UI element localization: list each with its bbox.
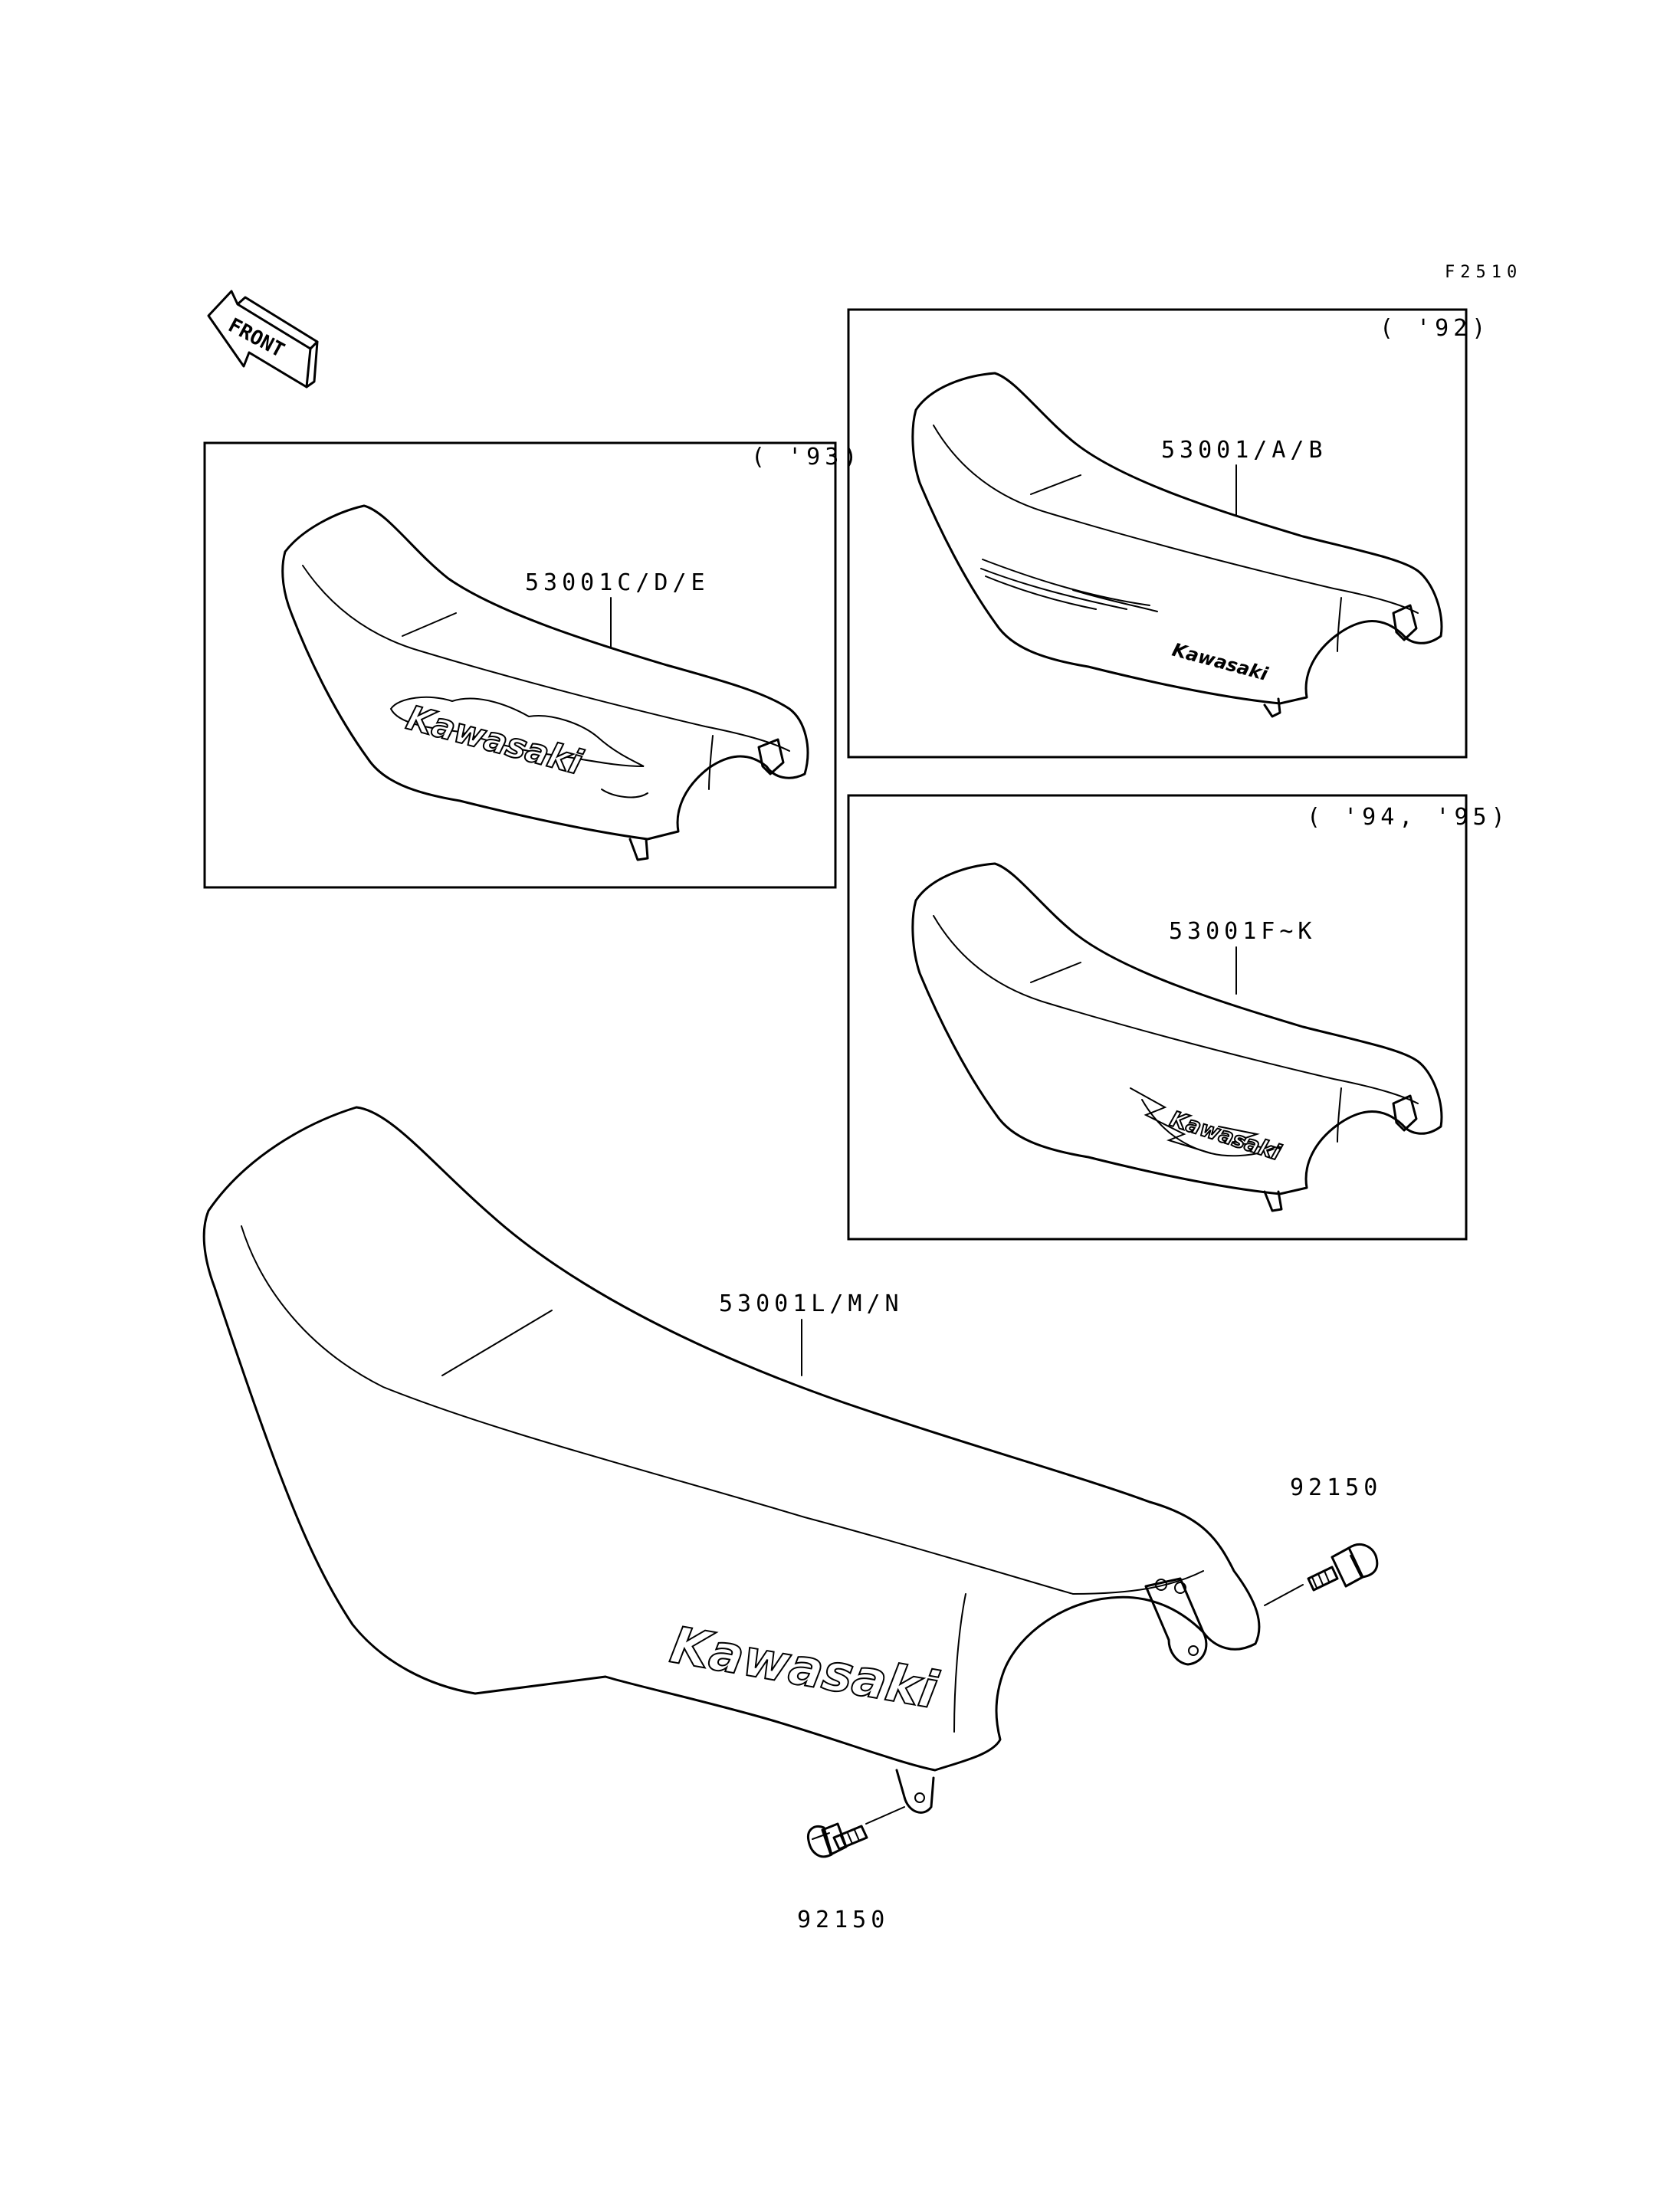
panel-1994-95-frame	[847, 794, 1468, 1241]
bolt-bottom-leader	[865, 1806, 905, 1825]
bolt-right-part-number: 92150	[1290, 1474, 1382, 1501]
bolt-bottom-icon	[806, 1822, 868, 1858]
panel-1992-part-number: 53001/A/B	[1161, 437, 1327, 464]
bolt-bottom-part-number: 92150	[797, 1907, 889, 1933]
main-seat-brand: Kawasaki	[666, 1615, 943, 1720]
panel-1993: ( '93) 53001C/D/E Kawasaki	[203, 441, 861, 889]
panel-1994-95-year: ( '94, '95)	[1307, 804, 1510, 831]
bolt-bottom: 92150	[797, 1806, 905, 1933]
seat-1994-95-brand: Kawasaki	[1167, 1106, 1284, 1166]
main-seat: 53001L/M/N Kawasaki	[202, 1106, 1261, 1814]
seat-1993: Kawasaki	[281, 504, 809, 861]
front-arrow-icon: FRONT	[207, 290, 319, 389]
panel-1993-year: ( '93)	[751, 444, 861, 471]
panel-1992-year: ( '92)	[1380, 315, 1490, 342]
seat-1992-brand: Kawasaki	[1170, 639, 1270, 685]
bolt-right-leader	[1264, 1584, 1304, 1606]
bolt-right-icon	[1307, 1543, 1379, 1592]
seat-1992: Kawasaki	[911, 372, 1443, 718]
figure-code: F2510	[1445, 263, 1522, 282]
front-arrow-label: FRONT	[225, 314, 288, 362]
main-seat-part-number: 53001L/M/N	[719, 1290, 904, 1317]
panel-1993-part-number: 53001C/D/E	[525, 569, 710, 596]
panel-1993-frame	[203, 441, 837, 889]
panel-1992: ( '92) 53001/A/B Kawasaki	[847, 308, 1490, 759]
seat-1993-brand: Kawasaki	[402, 698, 586, 782]
seat-1994-95: Kawasaki	[911, 862, 1443, 1212]
panel-1992-frame	[847, 308, 1468, 759]
panel-1994-95: ( '94, '95) 53001F~K Kawasaki	[847, 794, 1510, 1241]
main-seat-drawing: Kawasaki	[202, 1106, 1261, 1814]
panel-1994-95-part-number: 53001F~K	[1169, 918, 1317, 945]
bolt-right: 92150	[1264, 1474, 1382, 1606]
